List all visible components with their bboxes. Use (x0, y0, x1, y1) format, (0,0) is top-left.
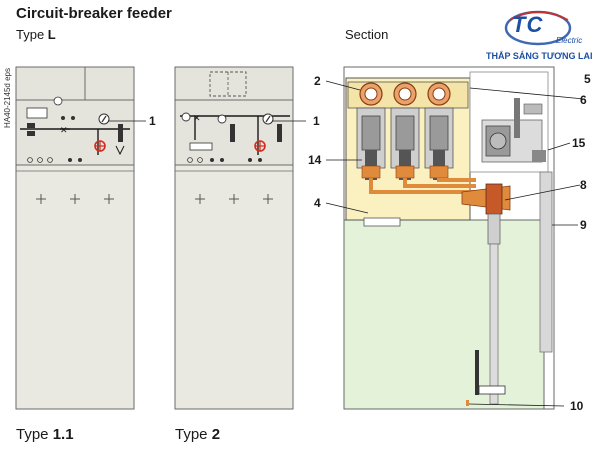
callout-type-1-1: 1 (149, 114, 156, 128)
brand-logo-mark (504, 10, 572, 46)
svg-text:✕: ✕ (60, 126, 68, 136)
diagram-title: Circuit-breaker feeder (16, 5, 172, 22)
callout-type-2: 1 (313, 114, 320, 128)
cable-clamp (478, 385, 506, 395)
panel-type-2-prefix: Type (175, 426, 212, 443)
callout-busbar: 2 (314, 74, 321, 88)
callout-8: 8 (580, 178, 587, 192)
logo-mark-text: TC (512, 12, 544, 37)
callout-10: 10 (570, 399, 584, 413)
brand-logo: TC Electric THẮP SÁNG TƯƠNG LAI (486, 6, 596, 66)
callout-14: 14 (308, 153, 322, 167)
indicator-bar (118, 124, 123, 142)
panel-type-1-1-value: 1.1 (52, 426, 74, 443)
current-transformers (361, 165, 449, 179)
type-l-value: L (47, 27, 56, 42)
callout-4: 4 (314, 196, 321, 210)
type-l-label: Type L (16, 27, 56, 42)
type-l-prefix: Type (16, 27, 48, 42)
panel-type-2-label: Type 2 (175, 426, 220, 443)
panel-type-2-value: 2 (211, 426, 221, 443)
breaker-poles (356, 107, 454, 180)
logo-sub-text: Electric (556, 36, 583, 45)
svg-text:✕: ✕ (193, 114, 201, 124)
panel-type-1-1-prefix: Type (16, 426, 53, 443)
cable-compartment (343, 219, 545, 410)
copper-connections (369, 178, 476, 194)
callout-15: 15 (572, 136, 586, 150)
panel-type-1-1-label: Type 1.1 (16, 426, 74, 443)
pressure-relief-duct (539, 171, 553, 353)
busbar-rings (359, 82, 451, 106)
callout-6: 6 (580, 93, 587, 107)
power-cable (489, 243, 499, 405)
section-label: Section (345, 27, 389, 42)
drawing-code: HA40-2145d eps (3, 68, 12, 129)
section-view (325, 66, 585, 410)
panel-type-2: ✕ (174, 66, 306, 410)
panel-type-1-1: ✕ (15, 66, 146, 410)
logo-tagline: THẮP SÁNG TƯƠNG LAI (486, 51, 593, 61)
callout-5: 5 (584, 72, 591, 86)
display-window (26, 107, 48, 119)
callout-9: 9 (580, 218, 587, 232)
